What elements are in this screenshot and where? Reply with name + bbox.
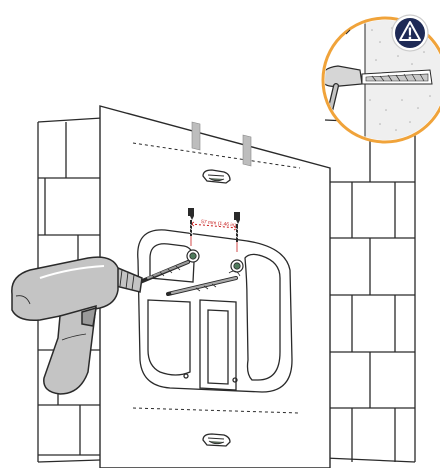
- bottom-bracket-slot: [202, 433, 231, 447]
- warning-symbol: !: [407, 24, 413, 43]
- callout-tick: [345, 29, 351, 35]
- screw-right: [234, 212, 240, 242]
- top-bracket-slot: [202, 169, 231, 184]
- paper-template: [99, 105, 331, 468]
- dimension-label: 57 mm (1.46 in): [201, 219, 237, 229]
- drill-bit-upper: [138, 260, 190, 284]
- drill-bit-lower: [166, 270, 241, 296]
- tape-strip-right: [242, 134, 252, 167]
- wall-anchor-left: [186, 249, 200, 263]
- warning-triangle-icon: [399, 21, 421, 41]
- screw-left: [188, 208, 194, 236]
- warning-badge: !: [391, 14, 429, 52]
- wall-anchor-detail: [361, 69, 433, 85]
- power-drill: [11, 256, 143, 395]
- wall-anchor-right: [230, 259, 244, 273]
- tape-strip-left: [191, 121, 201, 151]
